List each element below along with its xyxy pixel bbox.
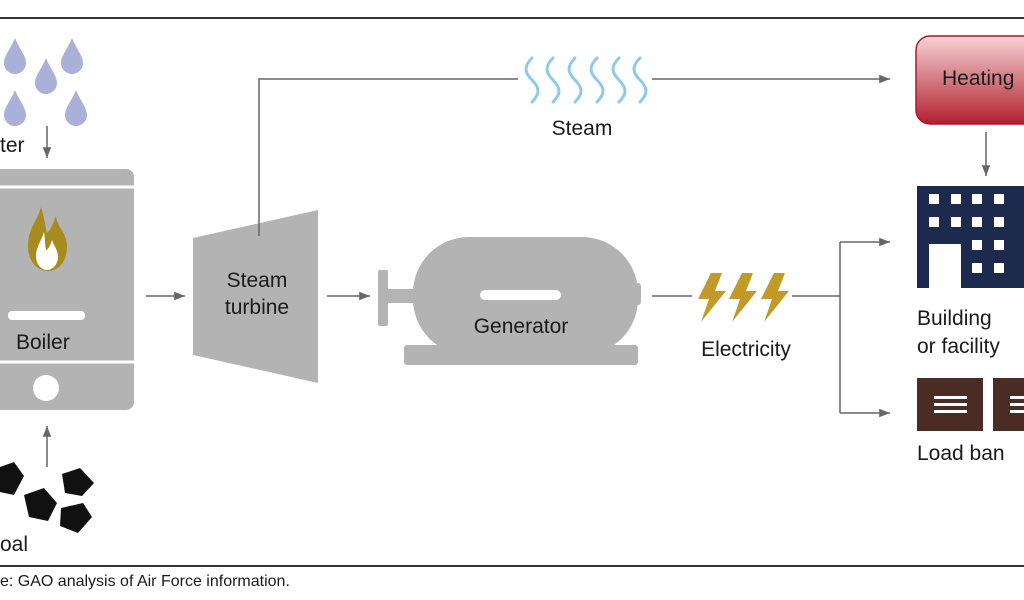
lightning-icon: [698, 273, 789, 322]
boiler: [0, 169, 134, 410]
building-icon: [917, 186, 1024, 288]
generator: [378, 237, 641, 365]
load-bank-label: Load ban: [917, 442, 1005, 465]
building-label-line2: or facility: [917, 335, 1000, 358]
building-label-line1: Building: [917, 307, 992, 330]
generator-label: Generator: [473, 315, 569, 338]
generator-slot: [480, 290, 561, 300]
water-label: ter: [0, 134, 25, 157]
source-note: e: GAO analysis of Air Force information…: [0, 573, 290, 590]
steam-turbine-label-line1: Steam: [226, 269, 288, 292]
electricity-label: Electricity: [701, 338, 791, 361]
coal-icon: [0, 462, 94, 533]
steam-wave-icon: [524, 56, 648, 104]
flame-icon: [28, 207, 67, 271]
steam-turbine-label-line2: turbine: [224, 296, 290, 319]
load-bank-icon: [917, 378, 1024, 431]
heating-label: Heating: [942, 67, 1015, 90]
steam-line: [258, 78, 518, 236]
heating-box: [915, 35, 1024, 125]
steam-turbine: [193, 210, 318, 383]
steam-label: Steam: [551, 117, 613, 140]
boiler-label: Boiler: [16, 331, 70, 354]
water-drop-icon: [4, 38, 87, 126]
coal-label: oal: [0, 533, 29, 556]
